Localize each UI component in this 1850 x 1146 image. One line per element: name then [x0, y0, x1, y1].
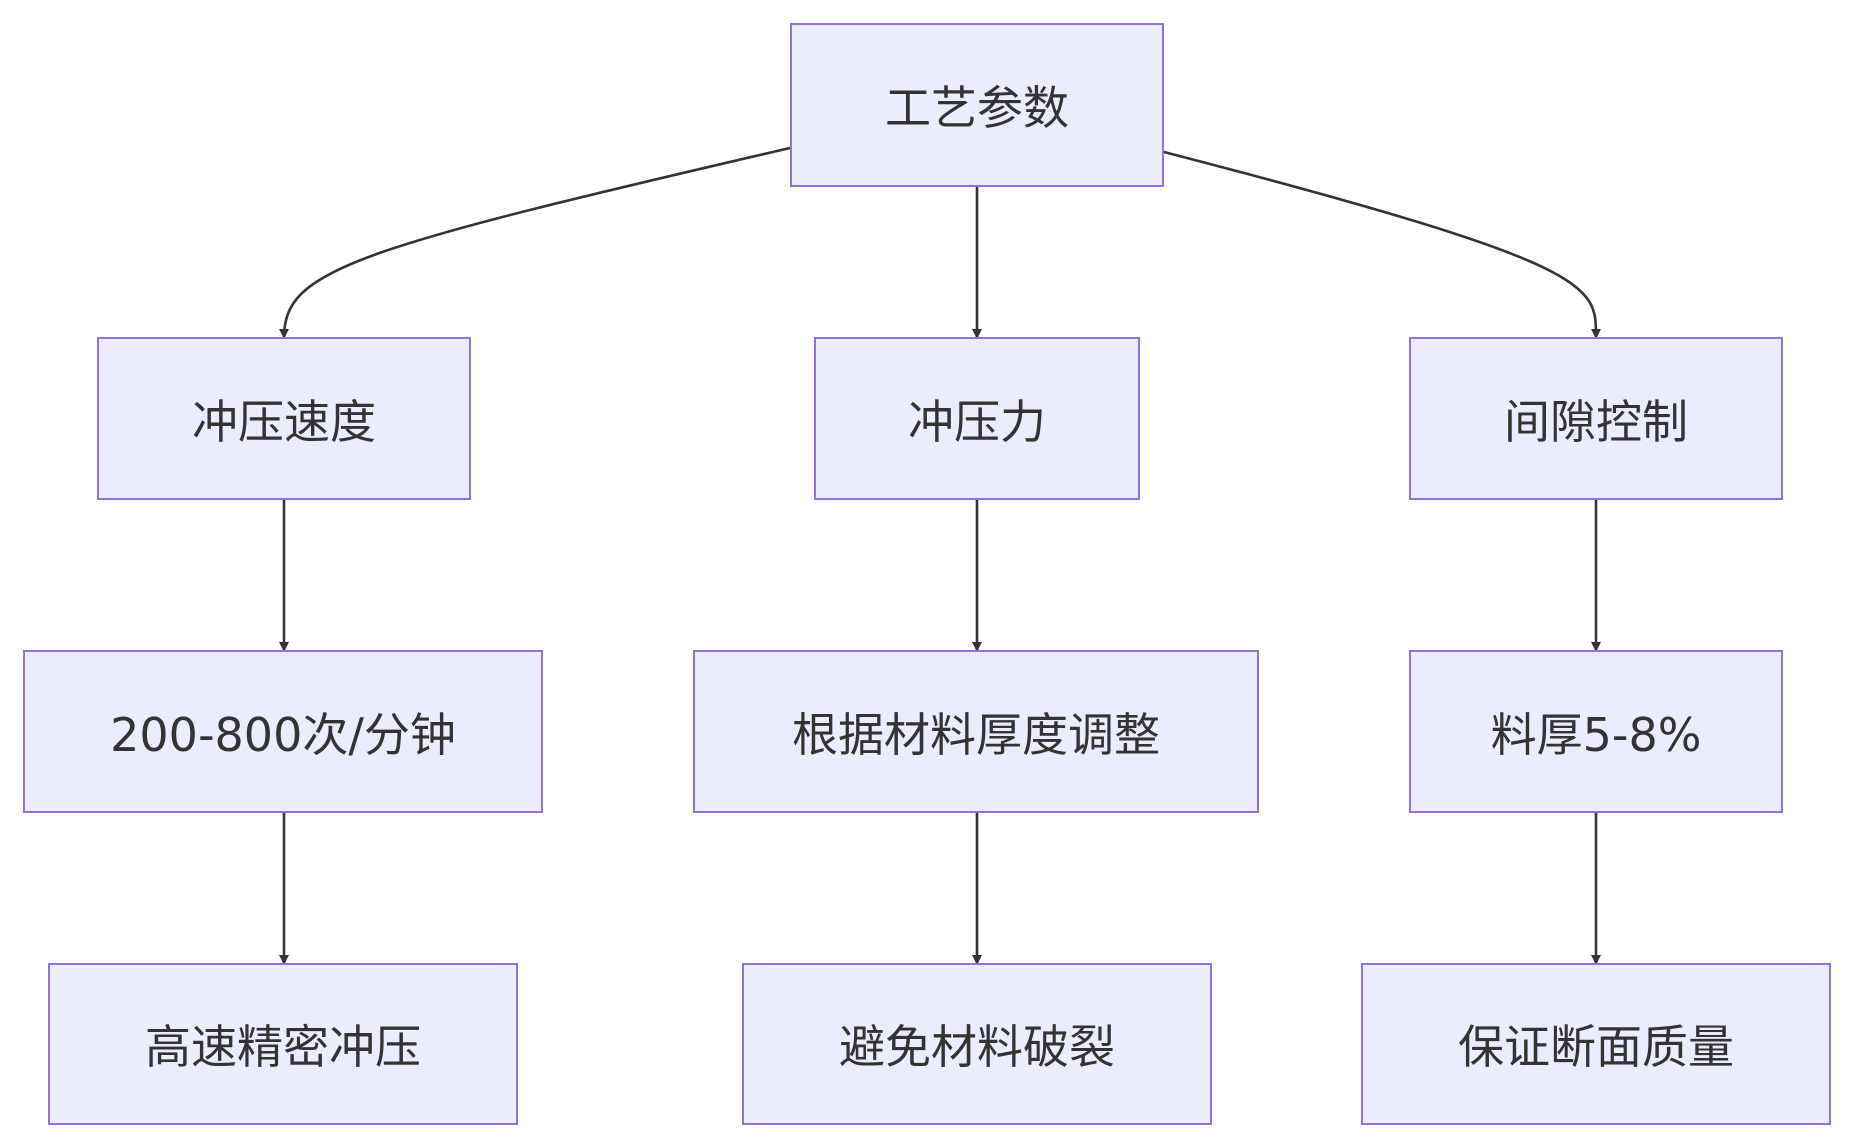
node-stamping-speed: 冲压速度: [97, 337, 471, 500]
node-force-value: 根据材料厚度调整: [693, 650, 1259, 813]
node-speed-goal: 高速精密冲压: [48, 963, 518, 1125]
node-speed-value: 200-800次/分钟: [23, 650, 543, 813]
node-clearance-goal: 保证断面质量: [1361, 963, 1831, 1125]
edge-root-gap: [1163, 150, 1602, 339]
node-force-goal: 避免材料破裂: [742, 963, 1212, 1125]
node-process-parameters: 工艺参数: [790, 23, 1164, 187]
node-stamping-force: 冲压力: [814, 337, 1140, 500]
edge-root-speed: [279, 146, 791, 339]
node-clearance-control: 间隙控制: [1409, 337, 1783, 500]
node-clearance-value: 料厚5-8%: [1409, 650, 1783, 813]
